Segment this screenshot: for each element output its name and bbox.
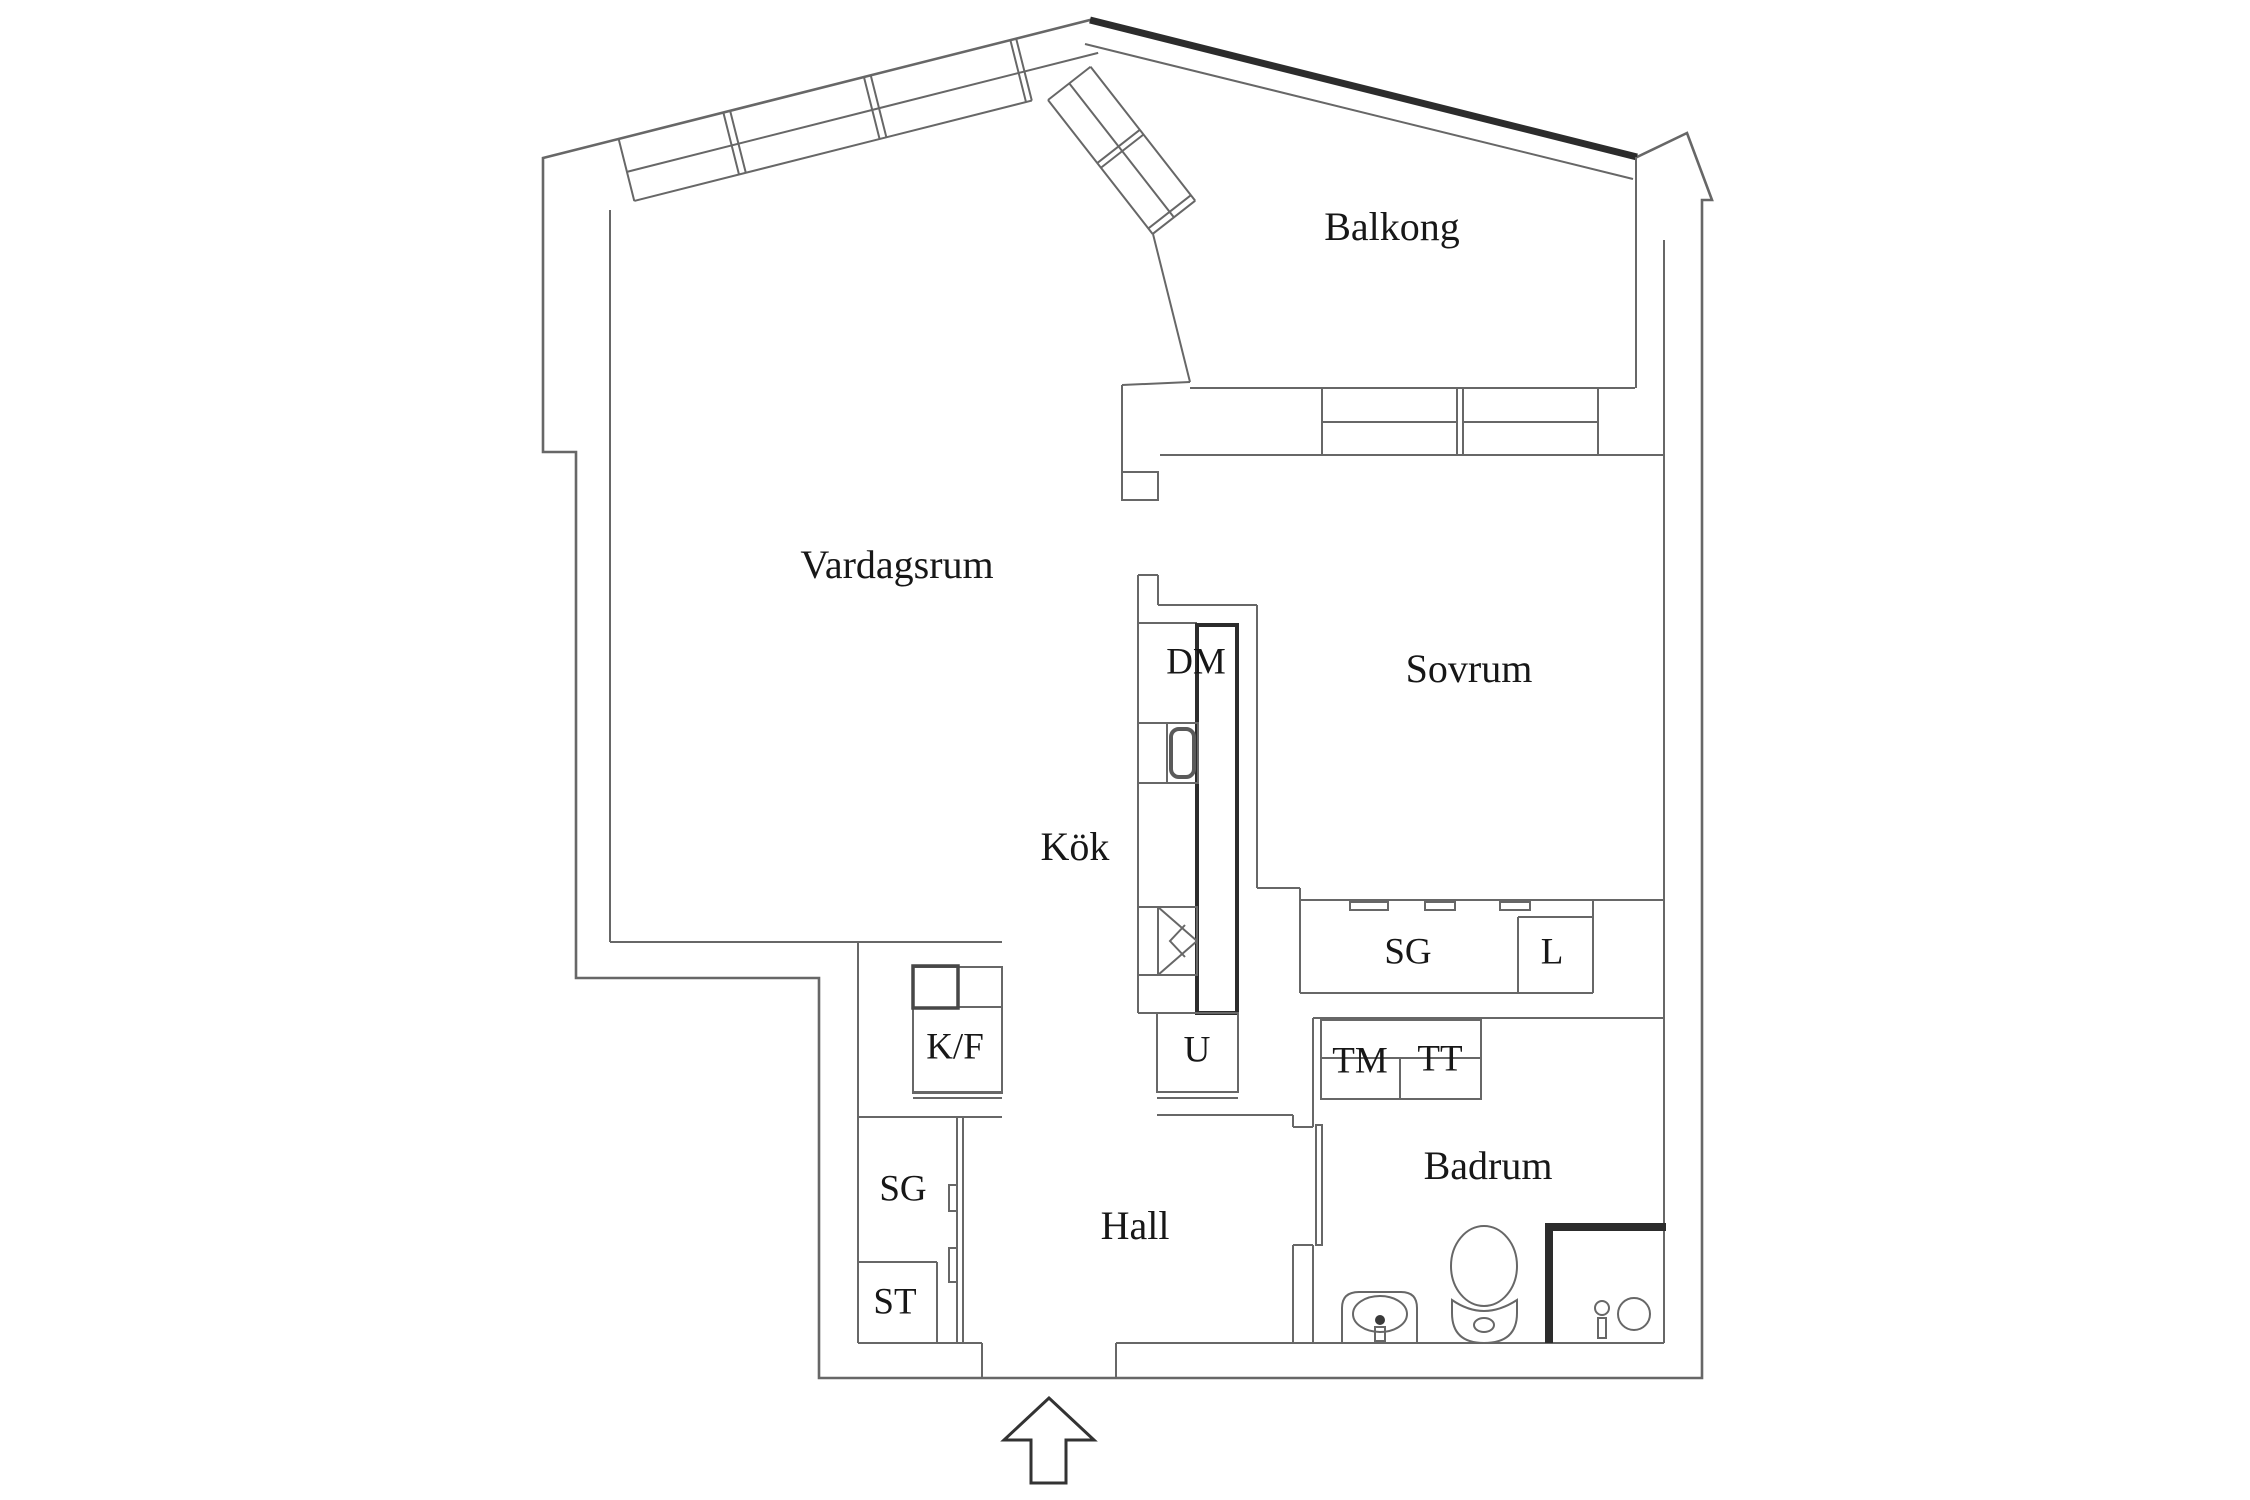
- label-balkong: Balkong: [1324, 204, 1460, 249]
- stove-icon: [1157, 906, 1198, 976]
- bathroom-west-wall-lower: [1292, 1244, 1314, 1343]
- label-sg-sovrum: SG: [1384, 931, 1431, 972]
- label-sovrum: Sovrum: [1406, 646, 1533, 691]
- kitchen-partition-wall: [1138, 574, 1258, 888]
- toilet-icon: [1450, 1225, 1518, 1345]
- entrance-arrow: [1000, 1395, 1098, 1485]
- northwest-window-band: [617, 38, 1099, 202]
- balcony-left-wall: [1152, 233, 1191, 383]
- label-sg-hall: SG: [879, 1168, 926, 1209]
- fixture-labels: DM U K/F SG ST SG L TM TT: [873, 641, 1563, 1322]
- hall-wardrobe: [858, 1116, 964, 1343]
- label-l: L: [1541, 931, 1564, 972]
- label-kok: Kök: [1041, 824, 1110, 869]
- corner-foot: [1121, 471, 1159, 501]
- label-vardagsrum: Vardagsrum: [800, 542, 993, 587]
- hall-closets: [858, 964, 1003, 1343]
- corner-connector: [1121, 381, 1191, 472]
- sliding-door-tracks: [1349, 901, 1531, 911]
- bedroom-bottom-wall: [1257, 887, 1664, 901]
- closet-box: [1299, 900, 1594, 994]
- livingroom-balcony-corner: [1121, 381, 1191, 501]
- bedroom-closet: [1257, 887, 1664, 994]
- balcony-structure: [1047, 16, 1638, 389]
- balcony-divider-window: [1047, 65, 1197, 235]
- label-u: U: [1184, 1029, 1211, 1070]
- window-inner-face: [626, 51, 1099, 173]
- label-kf: K/F: [926, 1026, 984, 1067]
- bathroom-west-wall-upper: [1292, 1018, 1314, 1128]
- entrance-door-jambs: [981, 1343, 1117, 1378]
- label-st: ST: [873, 1281, 916, 1322]
- bathroom-structure: [1292, 1017, 1666, 1345]
- kitchen-counter: [1195, 623, 1239, 1015]
- kitchen-sink-icon: [1166, 722, 1199, 784]
- label-tt: TT: [1417, 1038, 1462, 1079]
- fridge-freezer-box: [911, 964, 1003, 1099]
- label-tm: TM: [1332, 1040, 1388, 1081]
- kitchen-structure: [1137, 574, 1293, 1116]
- divider-window-lines: [1047, 65, 1197, 235]
- linen-closet-box: [1517, 916, 1593, 993]
- bathroom-door-leaf: [1315, 1124, 1323, 1246]
- room-labels: Balkong Vardagsrum Sovrum Kök Hall Badru…: [800, 204, 1552, 1248]
- balcony-roof-inner: [1084, 43, 1634, 180]
- label-hall: Hall: [1101, 1203, 1170, 1248]
- window-sill-line: [634, 99, 1033, 202]
- window-caps-and-mullions: [617, 38, 1033, 202]
- oven-box: [1156, 1012, 1239, 1099]
- balcony-roof-edge: [1089, 16, 1638, 161]
- label-badrum: Badrum: [1424, 1143, 1553, 1188]
- bedroom-window-band: [1160, 388, 1664, 456]
- label-dm: DM: [1166, 641, 1226, 682]
- bathroom-sink-icon: [1341, 1291, 1418, 1343]
- shower-icon: [1545, 1223, 1666, 1343]
- laundry-units: [1320, 1019, 1482, 1100]
